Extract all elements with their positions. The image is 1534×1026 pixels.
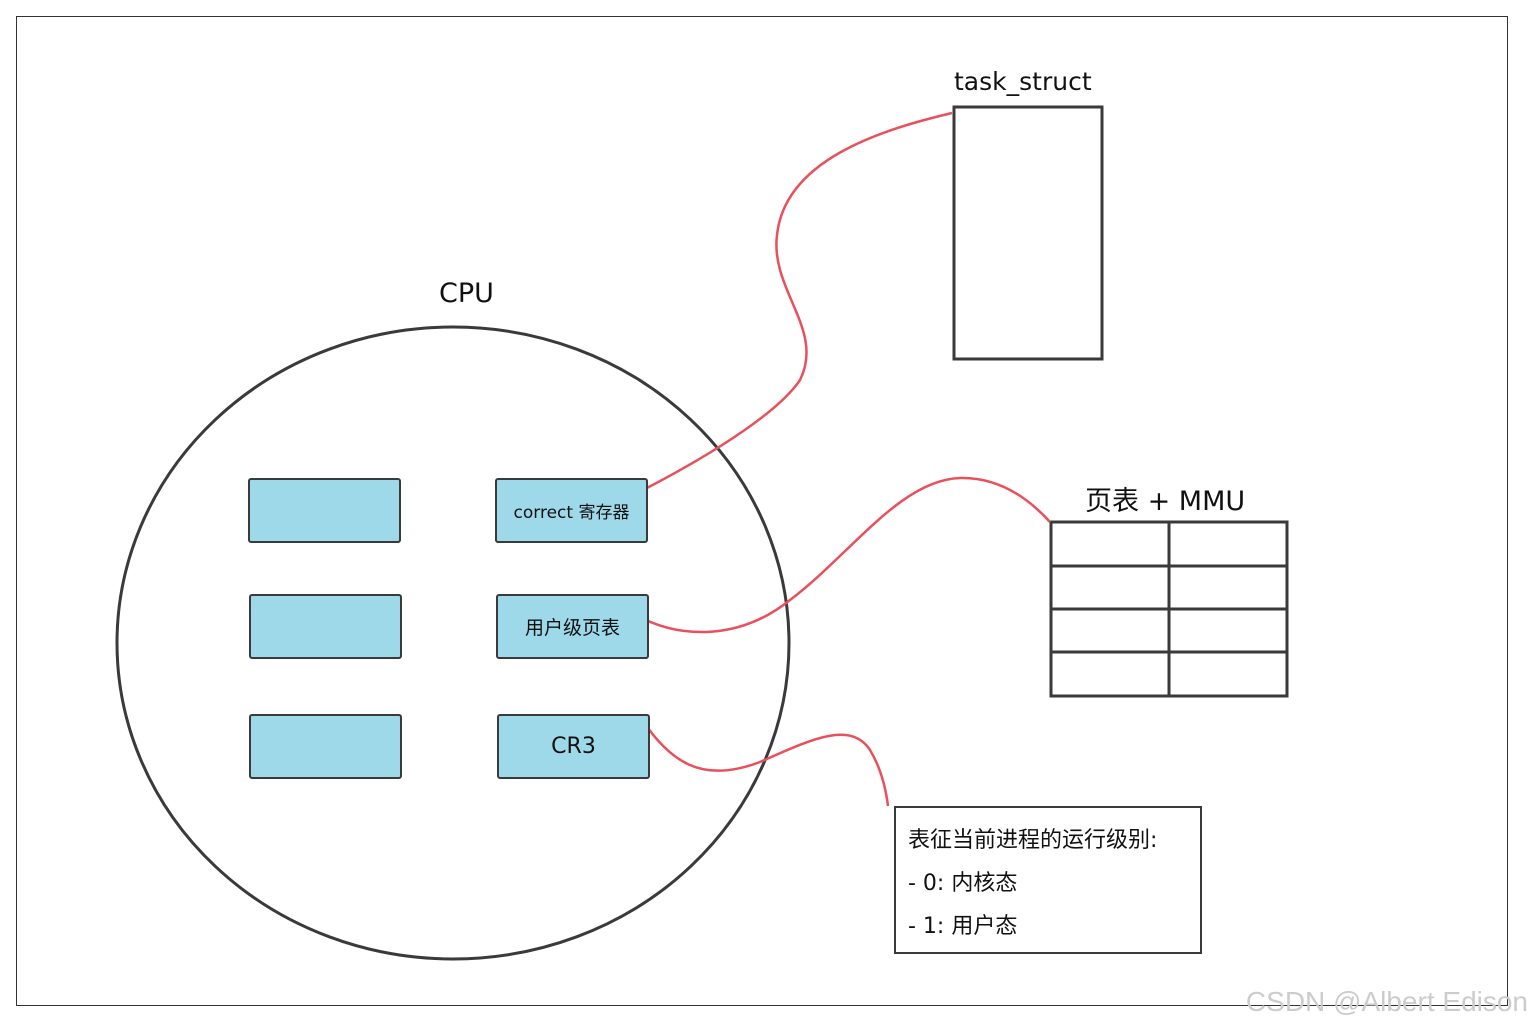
task-struct-label: task_struct xyxy=(954,67,1092,96)
connector-cr3-to-note xyxy=(640,719,890,807)
page-table-grid xyxy=(1049,520,1289,698)
register-user-page-table-label: 用户级页表 xyxy=(524,617,620,639)
register-correct-label: correct 寄存器 xyxy=(513,503,630,523)
cpu-label: CPU xyxy=(439,278,494,309)
note-line-kernel: - 0: 内核态 xyxy=(908,871,1018,896)
register-cr3-label: CR3 xyxy=(551,734,596,759)
note-line-title: 表征当前进程的运行级别: xyxy=(908,828,1158,853)
watermark: CSDN @Albert Edison xyxy=(1245,986,1528,1017)
run-level-note: 表征当前进程的运行级别: - 0: 内核态 - 1: 用户态 xyxy=(894,806,1202,954)
task-struct-box xyxy=(952,105,1104,361)
note-line-user: - 1: 用户态 xyxy=(908,914,1018,939)
register-user-page-table: 用户级页表 xyxy=(496,594,649,659)
register-empty-2 xyxy=(249,594,402,659)
register-cr3: CR3 xyxy=(497,714,650,779)
register-empty-3 xyxy=(249,714,402,779)
register-correct: correct 寄存器 xyxy=(495,478,648,543)
connector-page-table-to-mmu xyxy=(633,476,1051,634)
connector-correct-to-task-struct xyxy=(644,111,953,491)
page-table-mmu-label: 页表 + MMU xyxy=(1085,486,1246,517)
register-empty-1 xyxy=(248,478,401,543)
cpu-circle xyxy=(115,325,791,961)
diagram-frame xyxy=(16,16,1508,1006)
